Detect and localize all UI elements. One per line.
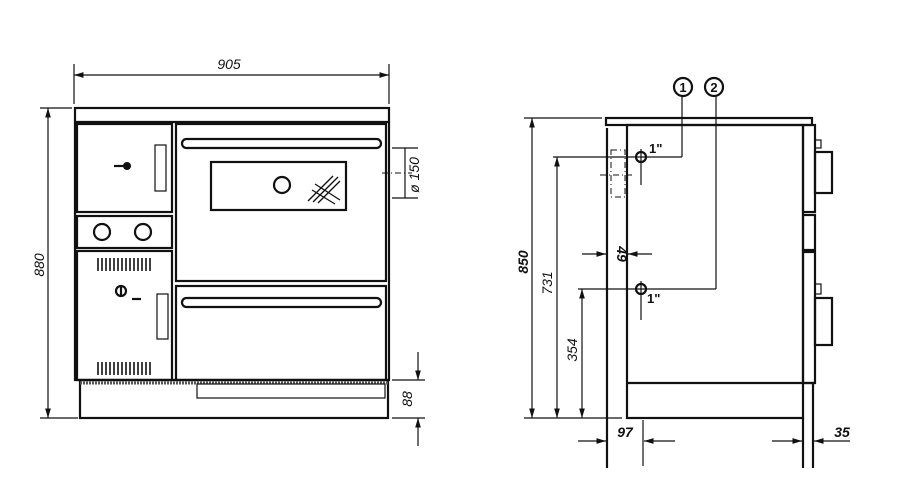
warming-drawer — [174, 284, 388, 382]
side-body — [625, 123, 805, 420]
ash-door-handle — [156, 293, 169, 340]
thermometer-gauge-icon — [92, 222, 112, 242]
plinth-drawer — [196, 383, 386, 399]
side-view: 1" 1 1" 2 850 731 354 49 97 35 — [515, 76, 850, 468]
door-knob-icon — [123, 162, 131, 170]
side-handle-upper — [813, 150, 834, 195]
connection-1-label: 1 — [679, 80, 686, 95]
width-dimension: 905 — [217, 56, 241, 72]
pipe-size-2: 1" — [647, 291, 660, 306]
oven-window — [209, 160, 348, 212]
front-mid-panel — [801, 213, 817, 252]
height-dimension: 880 — [31, 253, 47, 277]
flue-diameter-dimension: ø 150 — [406, 157, 422, 193]
vent-slots-top — [97, 258, 151, 271]
plinth — [78, 378, 390, 420]
front-view: 905 880 88 ø 150 — [31, 56, 425, 446]
inlet-height-dimension: 354 — [564, 338, 580, 362]
plinth-dimension: 88 — [399, 391, 415, 407]
side-height-dimension: 850 — [515, 250, 531, 274]
connection-2-label: 2 — [710, 80, 717, 95]
drawer-handle — [180, 296, 383, 309]
pressure-gauge-icon — [133, 222, 153, 242]
outlet-height-dimension: 731 — [539, 271, 555, 294]
oven-handle — [180, 137, 383, 150]
connection-2-marker — [703, 76, 725, 98]
depth-offset-dimension: 97 — [617, 424, 634, 440]
oven-door — [174, 122, 388, 283]
front-upper-door — [801, 123, 817, 214]
oven-thermometer-icon — [272, 175, 292, 195]
pipe-offset-dimension: 49 — [614, 245, 630, 262]
pipe-size-1: 1" — [649, 141, 662, 156]
front-lower-door — [801, 250, 817, 385]
side-handle-lower — [813, 296, 834, 347]
firebox-handle — [154, 144, 167, 192]
connection-1-marker — [672, 76, 694, 98]
hatch-logo-icon — [307, 175, 341, 205]
firebox-door — [75, 122, 174, 214]
vent-slots-bottom — [97, 362, 151, 375]
gauge-panel — [75, 214, 174, 250]
ash-door — [75, 249, 174, 382]
back-dimension: 35 — [834, 424, 850, 440]
